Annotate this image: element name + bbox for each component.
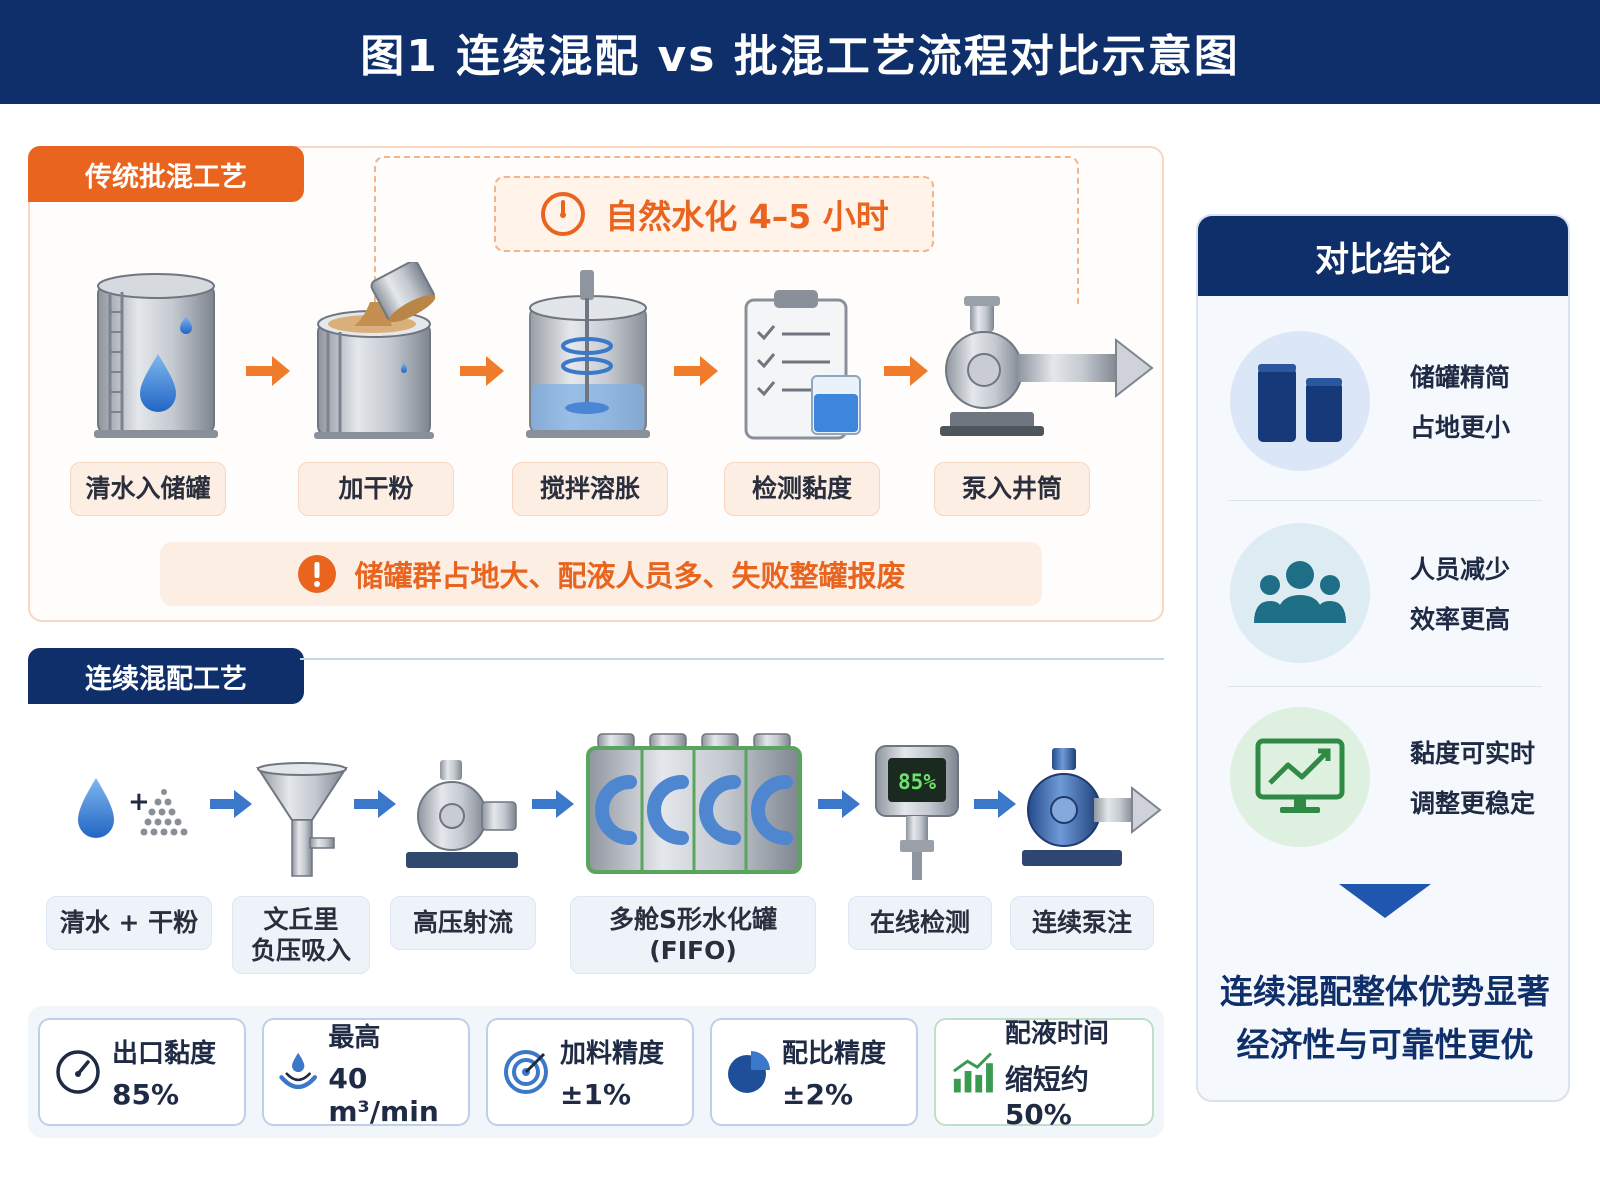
tanks-icon	[1258, 364, 1342, 442]
arrow-right-icon	[460, 356, 504, 386]
sensor-reading: 85%	[898, 770, 936, 794]
cont-step-4-line1: 多舱S形水化罐	[608, 904, 777, 934]
arrow-right-icon	[974, 790, 1016, 818]
batch-step-1-label: 清水入储罐	[70, 462, 226, 516]
cont-step-4-label: 多舱S形水化罐 (FIFO)	[570, 896, 816, 974]
target-icon	[504, 1050, 548, 1094]
svg-text:+: +	[128, 787, 150, 817]
metric-value: 85%	[112, 1078, 180, 1111]
monitor-icon-circle	[1230, 707, 1370, 847]
arrow-right-icon	[674, 356, 718, 386]
growth-chart-icon	[953, 1052, 993, 1093]
batch-step-5-label: 泵入井筒	[934, 462, 1090, 516]
conclusion-item-monitor: 黏度可实时 调整更稳定	[1198, 692, 1568, 862]
batch-section-title: 传统批混工艺	[28, 146, 304, 202]
metric-label: 加料精度	[560, 1039, 665, 1069]
chevron-down-icon	[1339, 884, 1431, 918]
viscosity-checklist-icon	[744, 290, 861, 440]
batch-step-2-label: 加干粉	[298, 462, 454, 516]
conclusion-item-2-line1: 人员减少	[1410, 555, 1511, 584]
metric-card-feed-accuracy: 加料精度 ±1%	[486, 1018, 694, 1126]
continuous-pump-icon	[1022, 748, 1162, 866]
page-title: 图1 连续混配 vs 批混工艺流程对比示意图	[360, 31, 1240, 82]
conclusion-summary-line2: 经济性与可靠性更优	[1236, 1024, 1534, 1064]
metric-label: 配比精度	[782, 1039, 887, 1069]
conclusion-item-tanks: 储罐精简 占地更小	[1198, 316, 1568, 486]
arrow-right-icon	[884, 356, 928, 386]
conclusion-summary-line1: 连续混配整体优势显著	[1220, 972, 1550, 1011]
batch-step-3-label: 搅拌溶胀	[512, 462, 668, 516]
batch-warning-text: 储罐群占地大、配液人员多、失败整罐报废	[354, 559, 906, 593]
cont-step-6-label: 连续泵注	[1010, 896, 1154, 950]
metric-value: ±2%	[782, 1078, 853, 1111]
arrow-right-icon	[532, 790, 574, 818]
hydration-note: 自然水化 4–5 小时	[494, 176, 934, 252]
cont-step-3-label: 高压射流	[390, 896, 536, 950]
venturi-funnel-icon	[256, 762, 348, 877]
cont-step-5-line1: 在线检测	[869, 908, 970, 938]
metric-value: ±1%	[560, 1078, 631, 1111]
add-dry-powder-tank-icon	[314, 262, 436, 439]
conclusion-separator	[1228, 686, 1542, 687]
metric-card-ratio-accuracy: 配比精度 ±2%	[710, 1018, 918, 1126]
conclusion-item-3-line2: 调整更稳定	[1410, 789, 1536, 818]
hydration-bracket	[374, 156, 1079, 304]
online-viscosity-sensor-icon	[875, 745, 959, 880]
arrow-right-icon	[210, 790, 252, 818]
flow-icon	[279, 1052, 318, 1090]
multi-chamber-s-hydration-tank-icon	[586, 733, 802, 874]
people-icon-circle	[1230, 523, 1370, 663]
continuous-section-title: 连续混配工艺	[28, 648, 304, 704]
metric-label: 最高	[328, 1022, 381, 1053]
cont-step-2-line2: 负压吸入	[250, 936, 351, 965]
metric-card-flow-rate: 最高 40 m³/min	[262, 1018, 470, 1128]
batch-warning-bar: 储罐群占地大、配液人员多、失败整罐报废	[160, 542, 1042, 606]
conclusion-summary: 连续混配整体优势显著 经济性与可靠性更优	[1198, 966, 1568, 1072]
metric-card-viscosity: 出口黏度 85%	[38, 1018, 246, 1126]
well-pump-icon	[940, 296, 1154, 436]
conclusion-item-2-line2: 效率更高	[1410, 605, 1511, 634]
section-divider	[300, 658, 1164, 660]
arrow-right-icon	[246, 356, 290, 386]
mixing-tank-icon	[526, 270, 650, 438]
metric-label: 配液时间	[1004, 1019, 1109, 1049]
clock-icon	[541, 192, 586, 236]
metric-value: 40 m³/min	[328, 1061, 439, 1128]
metric-label: 出口黏度	[112, 1039, 217, 1069]
conclusion-title: 对比结论	[1198, 216, 1568, 296]
title-bar: 图1 连续混配 vs 批混工艺流程对比示意图	[0, 0, 1600, 104]
cont-step-1-line1: 清水 + 干粉	[59, 908, 199, 938]
batch-step-4-label: 检测黏度	[724, 462, 880, 516]
pie-icon	[728, 1051, 770, 1093]
cont-step-2-line1: 文丘里	[263, 904, 339, 934]
water-plus-powder-icon: +	[78, 778, 188, 838]
metric-value: 缩短约50%	[1004, 1063, 1089, 1131]
water-storage-tank-icon	[94, 273, 218, 438]
conclusion-panel: 对比结论 储罐精简 占地更小	[1196, 214, 1570, 1102]
arrow-right-icon	[354, 790, 396, 818]
conclusion-separator	[1228, 500, 1542, 501]
cont-step-5-label: 在线检测	[848, 896, 992, 950]
metric-card-mixing-time: 配液时间 缩短约50%	[934, 1018, 1154, 1131]
conclusion-item-3-line1: 黏度可实时	[1410, 739, 1536, 768]
warning-icon	[298, 555, 337, 593]
conclusion-item-1-line2: 占地更小	[1410, 413, 1511, 442]
conclusion-item-1-line1: 储罐精简	[1410, 363, 1511, 392]
tanks-icon-circle	[1230, 331, 1370, 471]
cont-step-2-label: 文丘里 负压吸入	[232, 896, 370, 974]
cont-step-3-line1: 高压射流	[412, 908, 513, 938]
arrow-right-icon	[818, 790, 860, 818]
hydration-text: 自然水化 4–5 小时	[605, 197, 889, 236]
cont-step-4-line2: (FIFO)	[649, 936, 737, 965]
people-icon	[1254, 561, 1346, 623]
cont-step-1-label: 清水 + 干粉	[46, 896, 212, 950]
high-pressure-jet-pump-icon	[406, 760, 518, 868]
cont-step-6-line1: 连续泵注	[1031, 908, 1132, 938]
monitor-chart-icon	[1255, 738, 1345, 813]
gauge-icon	[56, 1050, 100, 1094]
conclusion-item-people: 人员减少 效率更高	[1198, 508, 1568, 678]
